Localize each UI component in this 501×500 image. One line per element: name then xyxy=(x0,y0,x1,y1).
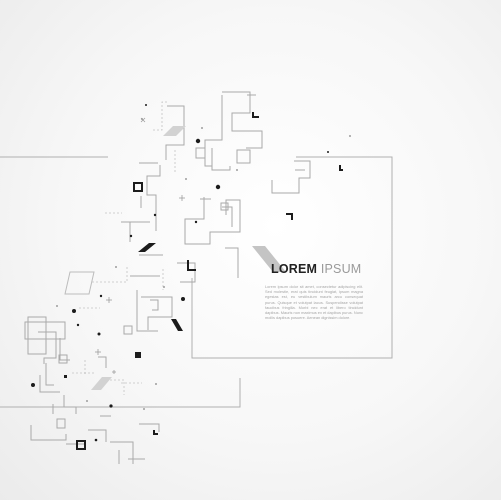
headline: LOREM IPSUM xyxy=(271,262,361,276)
dark-shapes xyxy=(64,243,183,378)
headline-word-1: LOREM xyxy=(271,262,318,276)
dashed-traces xyxy=(72,101,176,395)
circuit-dots xyxy=(31,104,329,442)
plus-marks xyxy=(95,117,185,374)
grey-shapes xyxy=(64,126,286,390)
dark-accents xyxy=(76,112,343,450)
circuit-lines xyxy=(24,91,311,464)
body-paragraph: Lorem ipsum dolor sit amet, consectetur … xyxy=(265,284,363,321)
content-frame xyxy=(0,156,393,408)
headline-word-2: IPSUM xyxy=(320,262,362,276)
